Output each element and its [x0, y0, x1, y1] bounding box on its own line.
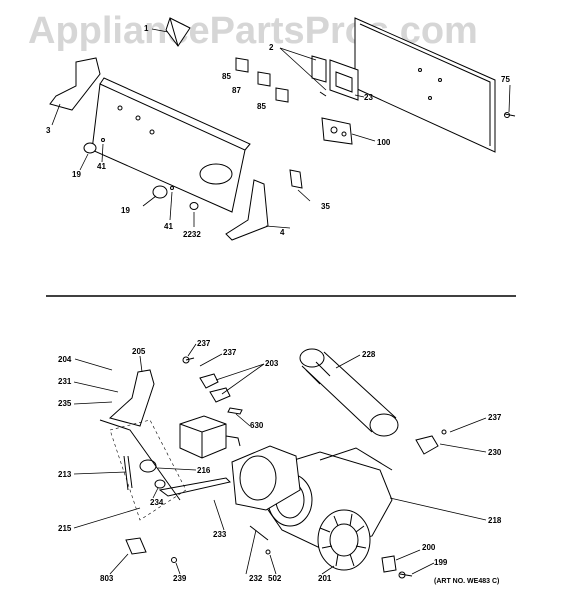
- callout-215: 215: [58, 524, 72, 533]
- callout-230: 230: [488, 448, 502, 457]
- callout-203: 203: [265, 359, 279, 368]
- callout-1: 1: [144, 24, 149, 33]
- callout-19-b: 19: [121, 206, 130, 215]
- callout-23: 23: [364, 93, 373, 102]
- part-4-endcap: [225, 179, 269, 241]
- part-75-screw: [504, 112, 516, 118]
- callout-200: 200: [422, 543, 436, 552]
- part-230-clamp: [415, 429, 447, 455]
- motor-shroud: [231, 445, 301, 511]
- part-200-199: [381, 555, 413, 579]
- callout-87: 87: [232, 86, 241, 95]
- leaders-bottom: [73, 343, 487, 575]
- callout-228: 228: [362, 350, 376, 359]
- callout-630: 630: [250, 421, 264, 430]
- part-3-endcap: [49, 57, 101, 111]
- part-203-clamps: [182, 356, 243, 415]
- callout-216: 216: [197, 466, 211, 475]
- callout-233: 233: [213, 530, 227, 539]
- callout-3: 3: [46, 126, 51, 135]
- callout-35: 35: [321, 202, 330, 211]
- callout-237-b: 237: [223, 348, 237, 357]
- part-2-switch: [311, 55, 359, 101]
- callout-218: 218: [488, 516, 502, 525]
- callout-199: 199: [434, 558, 448, 567]
- callout-41-b: 41: [164, 222, 173, 231]
- callout-2: 2: [269, 43, 274, 52]
- callout-239: 239: [173, 574, 187, 583]
- knobs: [83, 138, 199, 210]
- callout-237-a: 237: [197, 339, 211, 348]
- part-35-clip: [289, 169, 303, 189]
- callout-803: 803: [100, 574, 114, 583]
- callout-237-c: 237: [488, 413, 502, 422]
- callout-85-a: 85: [222, 72, 231, 81]
- callout-232: 232: [249, 574, 263, 583]
- part-1-bracket: [165, 17, 191, 47]
- callout-234: 234: [150, 498, 164, 507]
- art-number: (ART NO. WE483 C): [434, 578, 500, 585]
- control-panel: [91, 77, 251, 213]
- part-100-timer: [321, 117, 353, 145]
- part-clips: [235, 57, 327, 103]
- callout-2232: 2232: [183, 230, 201, 239]
- callout-204: 204: [58, 355, 72, 364]
- callout-41-a: 41: [97, 162, 106, 171]
- part-201-blower-wheel: [317, 509, 371, 571]
- callout-205: 205: [132, 347, 146, 356]
- dashed-assembly-outline: [109, 419, 187, 521]
- rear-panel: [354, 17, 496, 153]
- callout-231: 231: [58, 377, 72, 386]
- callout-201: 201: [318, 574, 332, 583]
- callout-502: 502: [268, 574, 282, 583]
- leaders-top: [51, 28, 511, 229]
- callout-85-b: 85: [257, 102, 266, 111]
- callout-100: 100: [377, 138, 391, 147]
- part-205-bracket: [108, 369, 155, 427]
- callout-235: 235: [58, 399, 72, 408]
- part-228-duct: [299, 348, 399, 437]
- callout-19-a: 19: [72, 170, 81, 179]
- small-parts: [125, 525, 271, 563]
- part-630-motor: [179, 415, 241, 459]
- callout-4: 4: [280, 228, 285, 237]
- part-213-idler: [99, 419, 231, 501]
- callout-75: 75: [501, 75, 510, 84]
- callout-213: 213: [58, 470, 72, 479]
